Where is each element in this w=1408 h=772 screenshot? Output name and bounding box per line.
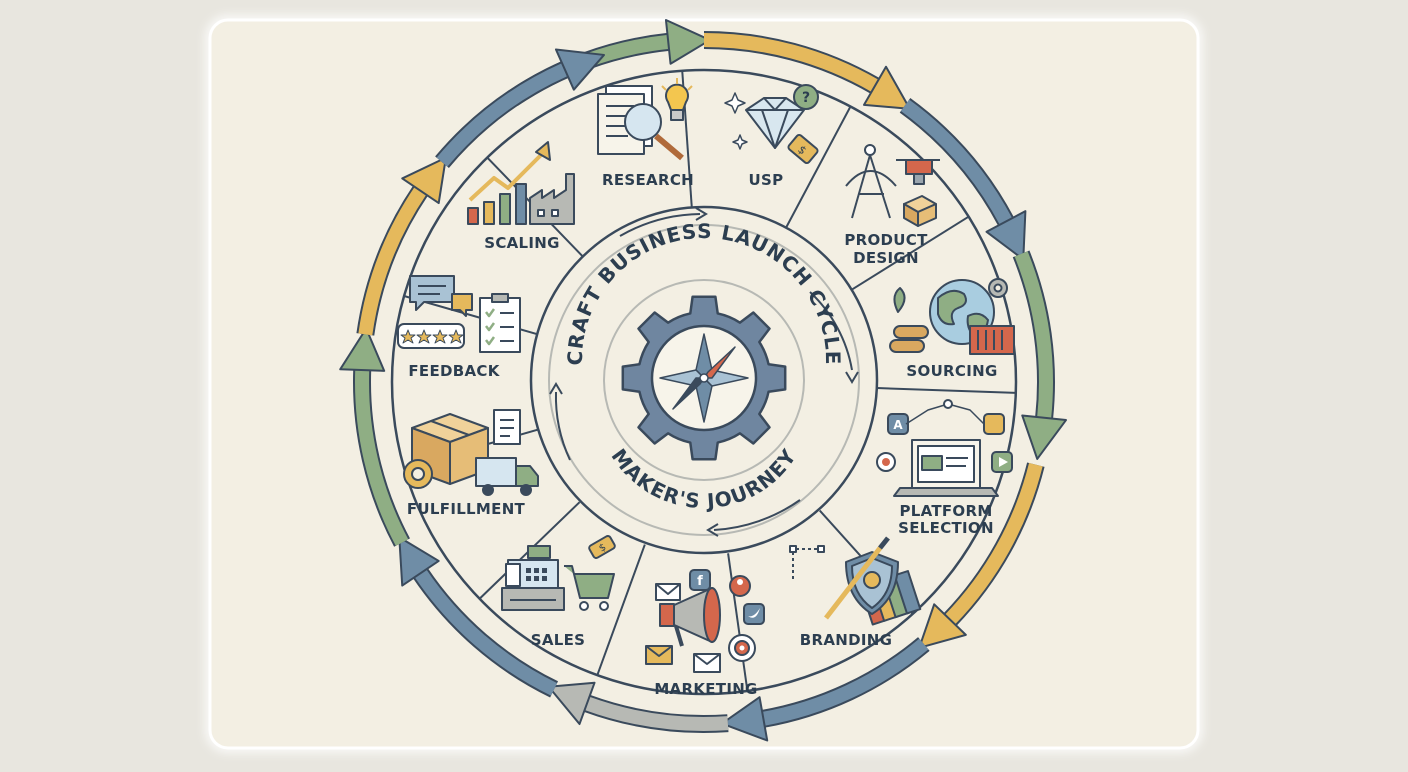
- cycle-arrow: [398, 536, 559, 698]
- center-arrow-right: [809, 291, 853, 371]
- cycle-arrow: [339, 327, 410, 547]
- research-icon: [597, 78, 693, 161]
- cycle-arrow: [435, 48, 606, 168]
- speech-stars-checklist-icon: [397, 275, 521, 353]
- cycle-arrow: [547, 681, 729, 733]
- segment-divider: [596, 544, 646, 676]
- svg-text:f: f: [697, 574, 703, 589]
- cycle-arrow: [703, 31, 911, 110]
- segment-divider: [876, 387, 1016, 394]
- center-arrow-top: [619, 213, 701, 237]
- center-hub: CRAFT BUSINESS LAUNCH CYCLE MAKER'S JOUR…: [529, 205, 879, 555]
- segment-label-scaling: SCALING: [484, 234, 560, 252]
- segment-label-sales: SALES: [531, 631, 586, 649]
- globe-materials-icon: [889, 278, 1015, 355]
- megaphone-social-icon: f: [645, 569, 765, 673]
- cycle-arrow: [720, 637, 930, 742]
- register-cart-icon: $: [501, 535, 616, 611]
- shield-palette-icon: [789, 536, 922, 626]
- svg-text:A: A: [893, 418, 903, 432]
- laptop-apps-icon: A: [876, 399, 1013, 497]
- cycle-arrow: [356, 156, 447, 336]
- compass-rose-icon: [659, 333, 749, 423]
- segment-label-usp: USP: [749, 171, 784, 189]
- segment-label-feedback: FEEDBACK: [408, 362, 500, 380]
- svg-text:?: ?: [802, 90, 810, 106]
- cycle-arrow: [918, 462, 1045, 649]
- segment-label-platform-1: PLATFORM: [899, 502, 992, 520]
- center-arrow-bottom: [713, 499, 801, 531]
- segment-icons: ? $: [397, 78, 1015, 673]
- cycle-arrow: [899, 98, 1027, 261]
- segment-divider: [727, 553, 749, 692]
- cycle-arrows: [339, 18, 1068, 742]
- diamond-tag-icon: ? $: [724, 84, 819, 165]
- segment-label-branding: BRANDING: [800, 631, 892, 649]
- segment-divider: [850, 215, 970, 292]
- box-truck-icon: [403, 409, 539, 496]
- segment-label-product-design-1: PRODUCT: [844, 231, 928, 249]
- segment-label-fulfillment: FULFILLMENT: [407, 500, 526, 518]
- center-arrow-left: [554, 391, 571, 461]
- growth-factory-icon: [467, 141, 575, 225]
- segment-label-platform-2: SELECTION: [898, 519, 994, 537]
- segment-label-sourcing: SOURCING: [906, 362, 997, 380]
- segment-label-research: RESEARCH: [602, 171, 694, 189]
- segment-divider: [784, 106, 852, 230]
- compass-3d-printer-icon: [845, 144, 940, 227]
- svg-text:$: $: [597, 542, 608, 555]
- segment-label-product-design-2: DESIGN: [853, 249, 919, 267]
- segment-labels: RESEARCH USP PRODUCT DESIGN SOURCING PLA…: [407, 171, 997, 698]
- cycle-arrow: [1012, 250, 1068, 460]
- segment-label-marketing: MARKETING: [654, 680, 757, 698]
